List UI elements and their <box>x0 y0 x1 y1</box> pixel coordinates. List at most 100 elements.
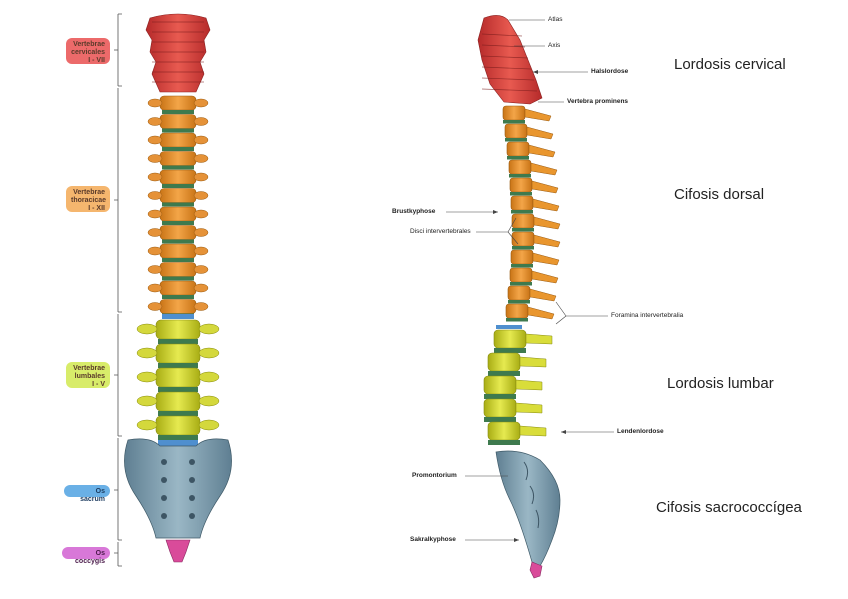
anterior-thoracic-process-left <box>148 303 162 311</box>
lateral-thoracic-body <box>503 106 525 120</box>
label-vertebra-prominens: Vertebra prominens <box>567 98 628 105</box>
lateral-lumbar-disc <box>484 417 516 422</box>
anterior-lumbar-process-right <box>199 420 219 430</box>
lateral-lumbar-body <box>484 376 516 394</box>
anterior-thoracic-disc <box>162 110 194 114</box>
label-axis: Axis <box>548 42 560 49</box>
badge-thoracic-line1: Vertebrae <box>71 189 105 197</box>
anterior-thoracic-vertebra <box>160 96 196 110</box>
anterior-lumbar-process-right <box>199 372 219 382</box>
anterior-sacrum <box>124 439 231 538</box>
lateral-thoracic-disc <box>510 192 532 196</box>
lateral-lumbar-spinous-process <box>520 357 546 367</box>
anterior-thoracic-process-right <box>194 229 208 237</box>
curvature-cervical: Lordosis cervical <box>674 56 786 73</box>
lateral-lumbar-disc <box>488 371 520 376</box>
lateral-thoracic-disc <box>508 300 530 304</box>
lateral-thoracic-disc <box>506 318 528 322</box>
anterior-thoracic-process-left <box>148 99 162 107</box>
anterior-lumbar-vertebra <box>156 392 200 411</box>
anterior-lumbar-vertebra <box>156 344 200 363</box>
lateral-lumbar-spinous-process <box>516 380 542 390</box>
anterior-thoracic-process-left <box>148 284 162 292</box>
anterior-thoracic-disc <box>162 147 194 151</box>
anterior-lumbar-process-right <box>199 348 219 358</box>
lateral-lumbar-body <box>494 330 526 348</box>
badge-cervical-line2: cervicales <box>71 49 105 57</box>
badge-thoracic-line2: thoracicae <box>71 197 105 205</box>
badge-lumbar: Vertebrae lumbales I - V <box>66 362 110 388</box>
lateral-lumbar-spinous-process <box>526 334 552 344</box>
anterior-sacral-foramen <box>189 477 195 483</box>
badge-thoracic: Vertebrae thoracicae I - XII <box>66 186 110 212</box>
anterior-thoracic-vertebra <box>160 207 196 221</box>
lateral-thoracic-body <box>509 160 531 174</box>
lateral-lumbar-disc <box>484 394 516 399</box>
anterior-lumbar-process-left <box>137 348 157 358</box>
anterior-thoracic-vertebra <box>160 263 196 277</box>
lateral-thoracic-body <box>512 232 534 246</box>
lateral-thoracic-body <box>507 142 529 156</box>
anterior-thoracic-process-left <box>148 118 162 126</box>
anterior-thoracic-disc <box>162 258 194 262</box>
anterior-thoracic-process-right <box>194 155 208 163</box>
anterior-lumbar-process-left <box>137 372 157 382</box>
region-bracket <box>114 14 122 566</box>
anterior-thoracic-process-right <box>194 136 208 144</box>
anterior-sacral-foramen <box>161 495 167 501</box>
lateral-thoracic-body <box>505 124 527 138</box>
anterior-thoracic-vertebra <box>160 226 196 240</box>
lateral-thoracic-disc <box>512 246 534 250</box>
lateral-thoracic-spinous-process <box>534 217 560 229</box>
badge-lumbar-line3: I - V <box>71 381 105 389</box>
anterior-thoracic-process-left <box>148 210 162 218</box>
lateral-sacrum <box>496 451 560 566</box>
lateral-thoracic-spinous-process <box>533 199 559 211</box>
lateral-thoracic-spinous-process <box>532 181 558 193</box>
lateral-thoracic-spinous-process <box>533 253 559 265</box>
anterior-thoracic-vertebra <box>160 281 196 295</box>
anterior-thoracic-process-right <box>194 247 208 255</box>
lateral-thoracic-body <box>511 196 533 210</box>
anterior-thoracic-vertebra <box>160 152 196 166</box>
label-halslordose: Halslordose <box>591 68 628 75</box>
anterior-thoracic-disc <box>162 166 194 170</box>
label-foramina: Foramina intervertebralia <box>611 312 683 319</box>
badge-coccyx-line1: Os coccygis <box>67 550 105 566</box>
label-brustkyphose: Brustkyphose <box>392 208 435 215</box>
lateral-lumbar-spinous-process <box>520 426 546 436</box>
badge-cervical-line1: Vertebrae <box>71 41 105 49</box>
anterior-ls-junction-disc <box>158 440 198 446</box>
lateral-thoracic-body <box>510 268 532 282</box>
anterior-thoracic-vertebra <box>160 115 196 129</box>
anterior-thoracic-process-left <box>148 266 162 274</box>
anterior-thoracic-disc <box>162 295 194 299</box>
anterior-lumbar-vertebra <box>156 368 200 387</box>
lateral-thoracic-spinous-process <box>527 127 553 139</box>
anterior-cervical-block <box>146 14 210 92</box>
anterior-lumbar-process-right <box>199 324 219 334</box>
anterior-coccyx <box>166 540 190 562</box>
badge-cervical-line3: I - VII <box>71 57 105 65</box>
lateral-lumbar-body <box>488 353 520 371</box>
anterior-thoracic-process-left <box>148 136 162 144</box>
lateral-thoracic-spinous-process <box>531 163 557 175</box>
lateral-thoracic-spinous-process <box>528 307 554 319</box>
label-disci: Disci intervertebrales <box>410 228 471 235</box>
anterior-sacral-foramen <box>161 459 167 465</box>
lateral-spine <box>478 15 560 578</box>
anterior-thoracic-disc <box>162 203 194 207</box>
anterior-thoracic-vertebra <box>160 189 196 203</box>
badge-lumbar-line2: lumbales <box>71 373 105 381</box>
anterior-lumbar-disc <box>158 387 198 392</box>
lateral-thoracic-disc <box>503 120 525 124</box>
badge-thoracic-line3: I - XII <box>71 205 105 213</box>
anterior-thoracic-process-left <box>148 155 162 163</box>
anterior-lumbar-process-left <box>137 420 157 430</box>
lateral-tl-junction-disc <box>496 325 522 329</box>
lateral-thoracic-spinous-process <box>530 289 556 301</box>
lateral-thoracic-spinous-process <box>525 109 551 121</box>
anterior-thoracic-process-right <box>194 284 208 292</box>
anterior-lumbar-vertebra <box>156 320 200 339</box>
lateral-thoracic-body <box>512 214 534 228</box>
